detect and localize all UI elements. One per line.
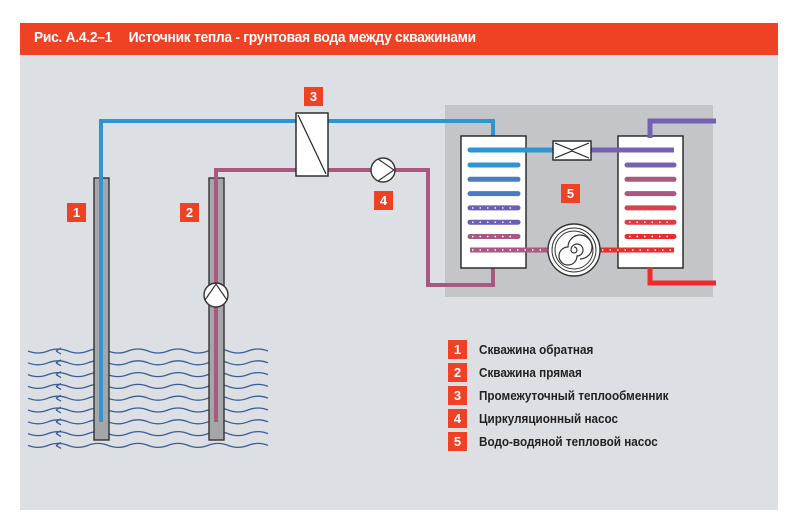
marker-4: 4 [374,191,393,210]
groundwater-wave [27,395,269,401]
heating-return-pipe [647,118,716,138]
figure-header: Рис. А.4.2–1 Источник тепла - грунтовая в… [20,23,778,55]
marker-5: 5 [561,184,580,203]
groundwater-wave [27,442,269,449]
compressor-icon [547,223,601,277]
marker-3: 3 [304,87,323,106]
legend-item: 2 Скважина прямая [448,361,690,384]
groundwater-wave [27,348,269,354]
expansion-valve-icon [552,140,592,161]
legend-badge: 2 [448,363,467,382]
circulation-pump-icon [370,157,396,183]
flow-arrow-icon [55,394,62,402]
legend-item: 3 Промежуточный теплообменник [448,384,690,407]
well-pump-icon [203,282,229,308]
legend-badge: 3 [448,386,467,405]
flow-arrow-icon [55,441,62,449]
legend: 1 Скважина обратная 2 Скважина прямая 3 … [448,338,690,453]
legend-badge: 4 [448,409,467,428]
condenser-coils [624,162,677,239]
evaporator-coils [467,162,521,239]
flow-arrow-icon [55,430,62,438]
figure-number: Рис. А.4.2–1 [34,29,113,46]
legend-label: Скважина обратная [479,342,594,357]
well-return [93,120,110,441]
legend-item: 4 Циркуляционный насос [448,407,690,430]
legend-badge: 1 [448,340,467,359]
heating-supply-pipe [647,268,716,286]
groundwater-wave [27,383,269,390]
flow-arrow-icon [55,382,62,390]
marker-1: 1 [67,203,86,222]
legend-label: Скважина прямая [479,365,582,380]
evaporator [460,135,527,269]
intermediate-heat-exchanger-icon [295,112,329,177]
legend-label: Циркуляционный насос [479,411,619,426]
flow-arrow-icon [55,347,62,355]
legend-item: 5 Водо-водяной тепловой насос [448,430,690,453]
marker-2: 2 [180,203,199,222]
legend-badge: 5 [448,432,467,451]
groundwater-wave [27,419,269,425]
legend-label: Промежуточный теплообменник [479,388,669,403]
groundwater-wave [27,371,269,378]
flow-arrow-icon [55,359,62,367]
figure-title: Источник тепла - грунтовая вода между ск… [128,29,476,46]
legend-label: Водо-водяной тепловой насос [479,434,658,449]
groundwater-wave [27,360,269,366]
flow-arrow-icon [55,406,62,414]
legend-item: 1 Скважина обратная [448,338,690,361]
groundwater-wave [27,430,269,437]
warm-pipe [214,168,495,287]
groundwater-wave [27,407,269,413]
flow-arrow-icon [55,371,62,379]
groundwater-flow [27,347,269,449]
flow-arrow-icon [55,418,62,426]
